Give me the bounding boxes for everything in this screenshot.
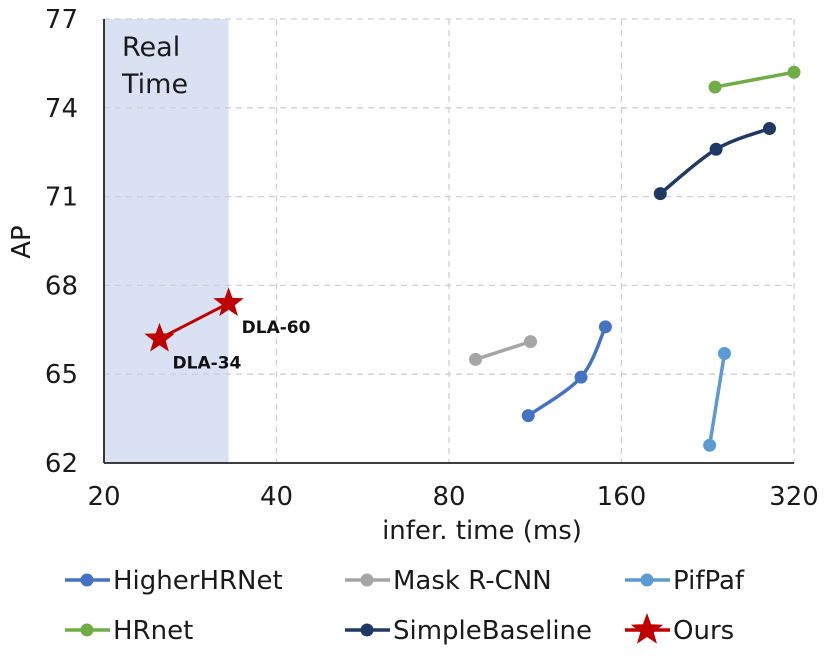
legend-item: HigherHRNet xyxy=(65,566,283,596)
legend-item: SimpleBaseline xyxy=(345,616,592,646)
series-line xyxy=(473,339,533,362)
series-line xyxy=(658,126,772,196)
x-axis-label: infer. time (ms) xyxy=(382,516,582,546)
axes: 62 65 68 71 74 77 20 40 80 160 320 xyxy=(45,5,819,512)
legend-item: PifPaf xyxy=(625,566,745,596)
legend-label: HigherHRNet xyxy=(113,566,283,596)
data-point xyxy=(703,438,717,452)
series-layer xyxy=(144,65,801,452)
legend-marker xyxy=(360,573,374,587)
legend-label: Ours xyxy=(673,616,734,646)
legend-marker xyxy=(80,623,94,637)
grid xyxy=(104,18,795,463)
y-axis-label: AP xyxy=(7,225,37,258)
point-label: DLA-60 xyxy=(242,318,311,338)
series-line xyxy=(158,301,231,341)
x-tick-label: 320 xyxy=(769,482,819,512)
legend-label: SimpleBaseline xyxy=(393,616,592,646)
legend-label: PifPaf xyxy=(673,566,745,596)
legend-star-icon xyxy=(630,613,664,644)
legend-label: Mask R-CNN xyxy=(393,566,552,596)
data-point xyxy=(717,346,731,360)
series-line xyxy=(707,351,727,447)
y-tick-label: 77 xyxy=(45,5,78,35)
series-mask-r-cnn xyxy=(469,335,538,366)
real-time-band xyxy=(104,19,229,463)
data-point xyxy=(521,409,535,423)
series-ours xyxy=(144,287,244,352)
data-point-star xyxy=(213,287,244,317)
legend-marker xyxy=(80,573,94,587)
y-tick-label: 74 xyxy=(45,94,78,124)
real-time-label: Real xyxy=(122,32,180,63)
point-label: DLA-34 xyxy=(173,354,242,374)
legend-item: Mask R-CNN xyxy=(345,566,552,596)
series-higherhrnet xyxy=(521,320,612,423)
y-tick-label: 62 xyxy=(45,449,78,479)
y-tick-label: 71 xyxy=(45,183,78,213)
legend-marker xyxy=(640,573,654,587)
legend-label: HRnet xyxy=(113,616,193,646)
data-point xyxy=(708,80,722,94)
series-simplebaseline xyxy=(653,122,777,201)
x-tick-label: 80 xyxy=(432,482,465,512)
legend-item: Ours xyxy=(625,613,734,646)
data-point-star xyxy=(144,322,175,352)
data-point xyxy=(763,122,777,136)
series-hrnet xyxy=(708,65,801,94)
data-point xyxy=(469,352,483,366)
series-line xyxy=(526,325,608,418)
data-point xyxy=(787,65,801,79)
legend-item: HRnet xyxy=(65,616,193,646)
x-tick-label: 160 xyxy=(597,482,647,512)
series-line xyxy=(713,70,796,89)
real-time-label: Time xyxy=(121,69,188,100)
x-tick-label: 20 xyxy=(87,482,120,512)
data-point xyxy=(709,142,723,156)
y-tick-label: 65 xyxy=(45,360,78,390)
data-point xyxy=(524,335,538,349)
series-pifpaf xyxy=(703,346,731,452)
data-point xyxy=(574,370,588,384)
data-point xyxy=(598,320,612,334)
x-tick-label: 40 xyxy=(260,482,293,512)
y-tick-label: 68 xyxy=(45,271,78,301)
legend-marker xyxy=(360,623,374,637)
data-point xyxy=(653,187,667,201)
